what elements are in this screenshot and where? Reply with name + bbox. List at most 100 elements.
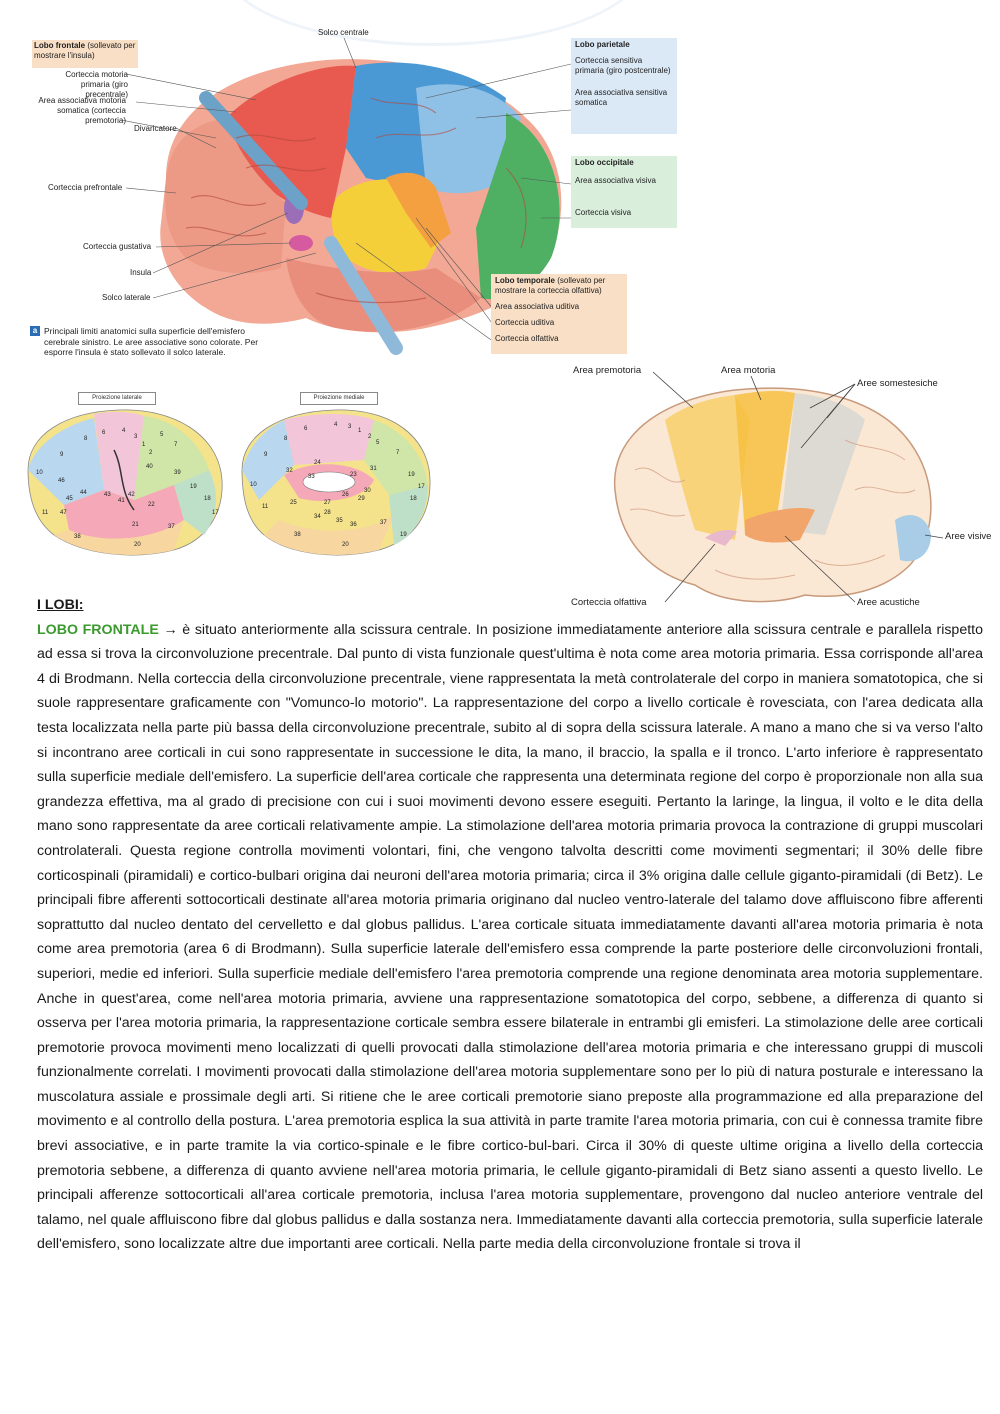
temporal-lobe-label: Lobo temporale (sollevato per mostrare l… <box>491 274 627 354</box>
occipital-lobe-label: Lobo occipitale Area associativa visiva … <box>571 156 677 228</box>
brodmann-number: 31 <box>370 466 377 472</box>
figure-a-lateral-brain: Lobo frontale (sollevato per mostrare l'… <box>26 28 677 368</box>
document-text: I LOBI: LOBO FRONTALE → è situato anteri… <box>37 593 983 1257</box>
brodmann-number: 10 <box>250 482 257 488</box>
brodmann-number: 38 <box>294 532 301 538</box>
brodmann-number: 37 <box>168 524 175 530</box>
brodmann-number: 18 <box>410 496 417 502</box>
premotor-label: Area premotoria <box>573 365 642 376</box>
brodmann-number: 44 <box>80 490 87 496</box>
temporal-lobe-sub: (sollevato per mostrare la corteccia olf… <box>495 276 606 295</box>
brodmann-number: 6 <box>304 426 308 432</box>
acoustic-label: Aree acustiche <box>857 597 920 608</box>
arrow-icon: → <box>163 621 178 638</box>
brodmann-number: 29 <box>358 496 365 502</box>
brodmann-number: 33 <box>308 474 315 480</box>
brodmann-number: 3 <box>134 434 138 440</box>
lateral-sulcus-label: Solco laterale <box>102 293 151 302</box>
temporal-lower-shape <box>286 258 481 332</box>
brodmann-number: 11 <box>262 504 269 510</box>
gustatory-label: Corteccia gustativa <box>83 242 152 251</box>
brodmann-number: 32 <box>286 468 293 474</box>
medial-projection-tag: Proiezione mediale <box>300 392 378 405</box>
auditory-assoc-label: Area associativa uditiva <box>495 302 580 311</box>
brodmann-number: 2 <box>149 450 153 456</box>
brodmann-number: 4 <box>122 428 126 434</box>
insula-label: Insula <box>130 268 152 277</box>
sensory-assoc-label: Area associativa sensitiva somatica <box>575 88 668 107</box>
olfactory-label: Corteccia olfattiva <box>571 597 647 608</box>
brodmann-number: 7 <box>396 450 400 456</box>
brodmann-number: 9 <box>264 452 268 458</box>
brodmann-number: 47 <box>60 510 67 516</box>
parietal-lobe-title: Lobo parietale <box>575 40 630 49</box>
frontal-lobe-title: Lobo frontale <box>34 41 86 50</box>
retractor-label: Divaricatore <box>134 124 177 133</box>
section-heading: I LOBI: <box>37 597 84 613</box>
brodmann-number: 20 <box>134 542 141 548</box>
figure-b-brodmann: Proiezione laterale Proiezione mediale 4 <box>24 390 434 565</box>
leader-lines <box>120 37 572 343</box>
occipital-lobe-shape <box>476 113 560 300</box>
somesthetic-label: Aree somestesiche <box>857 378 938 389</box>
occipital-lobe-title: Lobo occipitale <box>575 158 634 167</box>
brodmann-number: 39 <box>174 470 181 476</box>
brodmann-number: 22 <box>148 502 155 508</box>
auditory-cortex-label: Corteccia uditiva <box>495 318 555 327</box>
brodmann-number: 28 <box>324 510 331 516</box>
motor-area-shape <box>735 390 795 535</box>
brodmann-number: 24 <box>314 460 321 466</box>
brodmann-number: 27 <box>324 500 331 506</box>
brodmann-number: 1 <box>142 442 146 448</box>
frontal-lobe-label: Lobo frontale (sollevato per mostrare l'… <box>32 40 138 68</box>
brodmann-number: 43 <box>104 492 111 498</box>
brodmann-number: 6 <box>102 430 106 436</box>
central-sulcus-label: Solco centrale <box>318 28 369 37</box>
brodmann-number: 11 <box>42 510 49 516</box>
brodmann-number: 45 <box>66 496 73 502</box>
assoc-motor-label: Area associativa motoria somatica (corte… <box>38 96 126 125</box>
gustatory-shape <box>289 235 313 251</box>
brodmann-medial <box>241 409 431 556</box>
brodmann-number: 9 <box>60 452 64 458</box>
temporal-lobe-title: Lobo temporale <box>495 276 556 285</box>
brodmann-number: 23 <box>350 472 357 478</box>
brodmann-number: 21 <box>132 522 139 528</box>
brodmann-number: 42 <box>128 492 135 498</box>
brodmann-number: 4 <box>334 422 338 428</box>
functional-brain <box>613 371 944 603</box>
olfactory-cortex-label: Corteccia olfattiva <box>495 334 559 343</box>
visual-cortex-label: Corteccia visiva <box>575 208 632 217</box>
prefrontal-shape <box>165 118 286 274</box>
visual-area-shape <box>895 515 931 562</box>
brodmann-number: 8 <box>284 436 288 442</box>
prefrontal-label: Corteccia prefrontale <box>48 183 123 192</box>
paragraph-body: è situato anteriormente alla scissura ce… <box>37 621 983 1253</box>
gyri-lines-c <box>629 439 916 580</box>
brodmann-number: 41 <box>118 498 125 504</box>
brodmann-number: 34 <box>314 514 321 520</box>
brodmann-number: 37 <box>380 520 387 526</box>
brodmann-lateral <box>27 409 223 556</box>
brodmann-number: 25 <box>290 500 297 506</box>
brodmann-number: 17 <box>212 510 219 516</box>
motor-cortex-label: Corteccia motoria primaria (giro precent… <box>65 70 128 99</box>
brodmann-number: 18 <box>204 496 211 502</box>
brodmann-number: 38 <box>74 534 81 540</box>
brodmann-number: 5 <box>160 432 164 438</box>
somesthetic-area-shape <box>780 393 865 535</box>
figure-c-functional-areas: Area premotoria Area motoria Aree somest… <box>565 360 997 612</box>
motor-label: Area motoria <box>721 365 776 376</box>
frontal-lobe-paragraph: LOBO FRONTALE → è situato anteriormente … <box>37 618 983 1257</box>
brodmann-number: 3 <box>348 424 352 430</box>
brodmann-number: 1 <box>358 428 362 434</box>
sensory-cortex-label: Corteccia sensitiva primaria (giro postc… <box>575 56 671 75</box>
leader-lines-c <box>652 371 944 603</box>
brodmann-number: 19 <box>408 472 415 478</box>
brodmann-number: 8 <box>84 436 88 442</box>
brodmann-number: 19 <box>190 484 197 490</box>
brodmann-number: 40 <box>146 464 153 470</box>
olfactory-area-shape <box>705 530 737 546</box>
brodmann-number: 36 <box>350 522 357 528</box>
brodmann-number: 30 <box>364 488 371 494</box>
